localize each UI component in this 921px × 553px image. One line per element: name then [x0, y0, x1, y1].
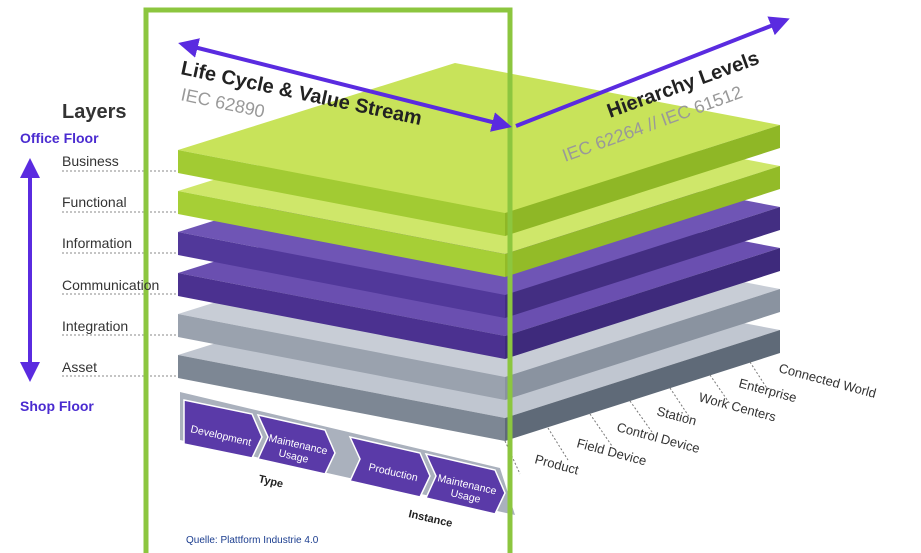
lifecycle-band: Development Maintenance Usage Production…	[180, 392, 515, 530]
office-floor-label: Office Floor	[20, 130, 99, 146]
layer-information: Information	[62, 235, 132, 251]
chevron-maintenance-usage-type	[256, 413, 336, 475]
hierarchy-station: Station	[655, 403, 698, 428]
lifecycle-type-label: Type	[257, 473, 284, 490]
source-caption: Quelle: Plattform Industrie 4.0	[186, 535, 319, 546]
shop-floor-label: Shop Floor	[20, 398, 94, 414]
layer-communication: Communication	[62, 277, 159, 293]
chevron-maintenance-usage-instance	[424, 452, 506, 515]
chevron-development	[183, 399, 263, 459]
layer-functional: Functional	[62, 194, 127, 210]
hierarchy-field-device: Field Device	[575, 435, 648, 468]
layer-stack	[178, 63, 780, 441]
slab-business	[178, 63, 780, 236]
hierarchy-arrow	[515, 16, 790, 128]
hierarchy-product: Product	[533, 451, 581, 477]
layer-business: Business	[62, 153, 119, 169]
lifecycle-highlight-frame	[143, 7, 513, 553]
hierarchy-guides	[504, 361, 769, 475]
layer-asset: Asset	[62, 359, 97, 375]
layers-title: Layers	[62, 101, 127, 123]
chevron-production	[348, 435, 431, 498]
layer-integration: Integration	[62, 318, 128, 334]
lifecycle-instance-label: Instance	[407, 508, 453, 530]
lifecycle-arrow	[178, 38, 512, 132]
